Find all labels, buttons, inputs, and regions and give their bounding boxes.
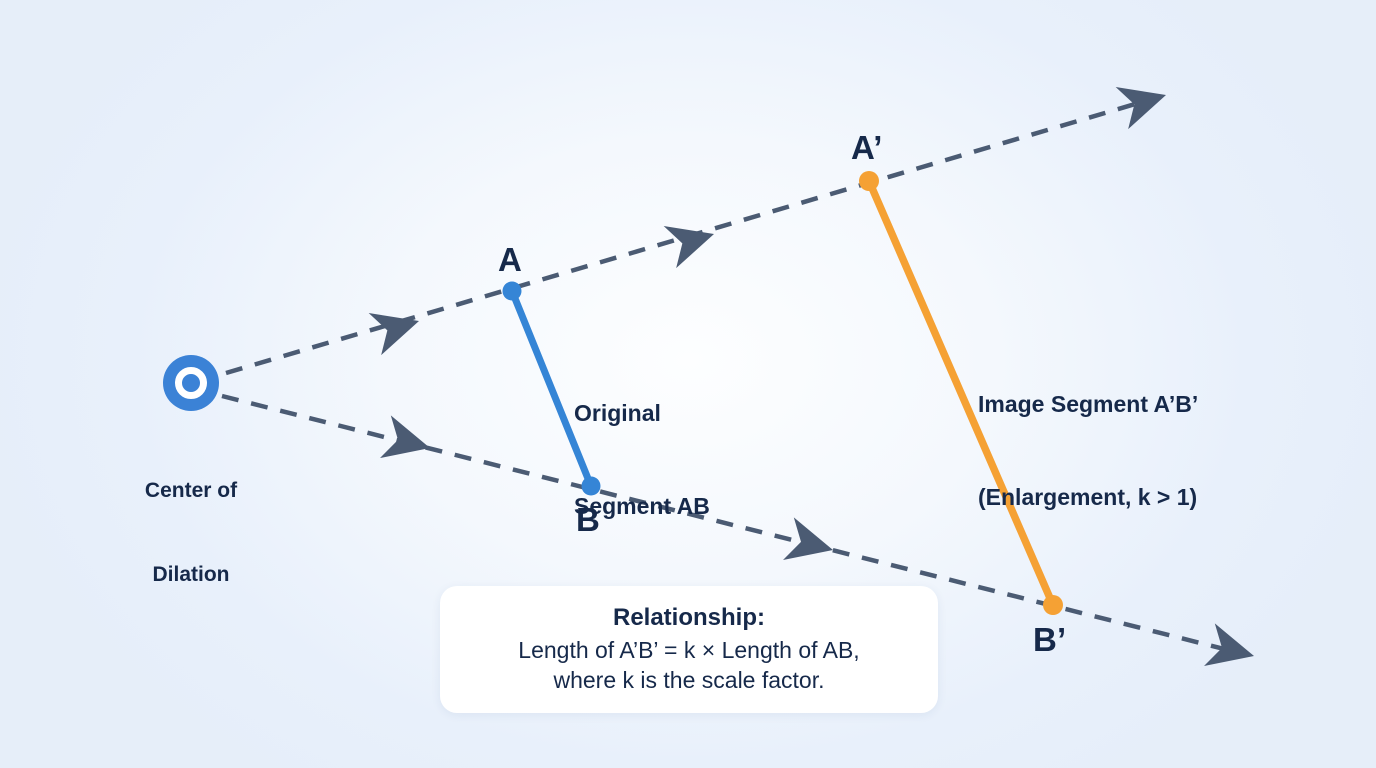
point-A-dot [502, 281, 522, 301]
image-segment-label: Image Segment A’B’ (Enlargement, k > 1) [978, 327, 1198, 575]
image-segment-label-line-1: Image Segment A’B’ [978, 391, 1199, 418]
ray-lower [221, 393, 1260, 678]
relationship-card: Relationship: Length of A’B’ = k × Lengt… [440, 586, 938, 713]
point-A-prime-dot [859, 171, 879, 191]
ray-lower-arrow-2 [783, 517, 839, 572]
ray-upper-arrow-tip [1115, 73, 1173, 130]
point-label-B-prime: B’ [1033, 621, 1067, 658]
point-label-A: A [498, 241, 523, 278]
center-label-line-2: Dilation [152, 562, 230, 586]
ray-lower-arrow-1 [380, 415, 436, 470]
center-of-dilation-marker [163, 355, 219, 411]
ray-lower-arrow-tip [1204, 623, 1260, 678]
segment-A-prime-B-prime [865, 177, 1057, 609]
segment-AB [508, 287, 595, 490]
relationship-title: Relationship: [612, 603, 765, 631]
point-label-B: B [576, 501, 601, 538]
image-segment-label-line-2: (Enlargement, k > 1) [978, 484, 1198, 511]
ray-upper [225, 73, 1173, 376]
relationship-line-2: where k is the scale factor. [553, 667, 825, 693]
center-of-dilation-label: Center of Dilation [91, 421, 291, 644]
point-B-dot [581, 476, 601, 496]
point-label-A-prime: A’ [851, 129, 883, 166]
relationship-line-1: Length of A’B’ = k × Length of AB, [518, 636, 860, 663]
center-label-line-1: Center of [144, 478, 238, 502]
point-B-prime-dot [1043, 595, 1063, 615]
original-segment-label-line-1: Original [574, 400, 661, 427]
original-segment-label: Original Segment AB [574, 336, 710, 584]
original-segment-label-line-2: Segment AB [574, 493, 710, 520]
